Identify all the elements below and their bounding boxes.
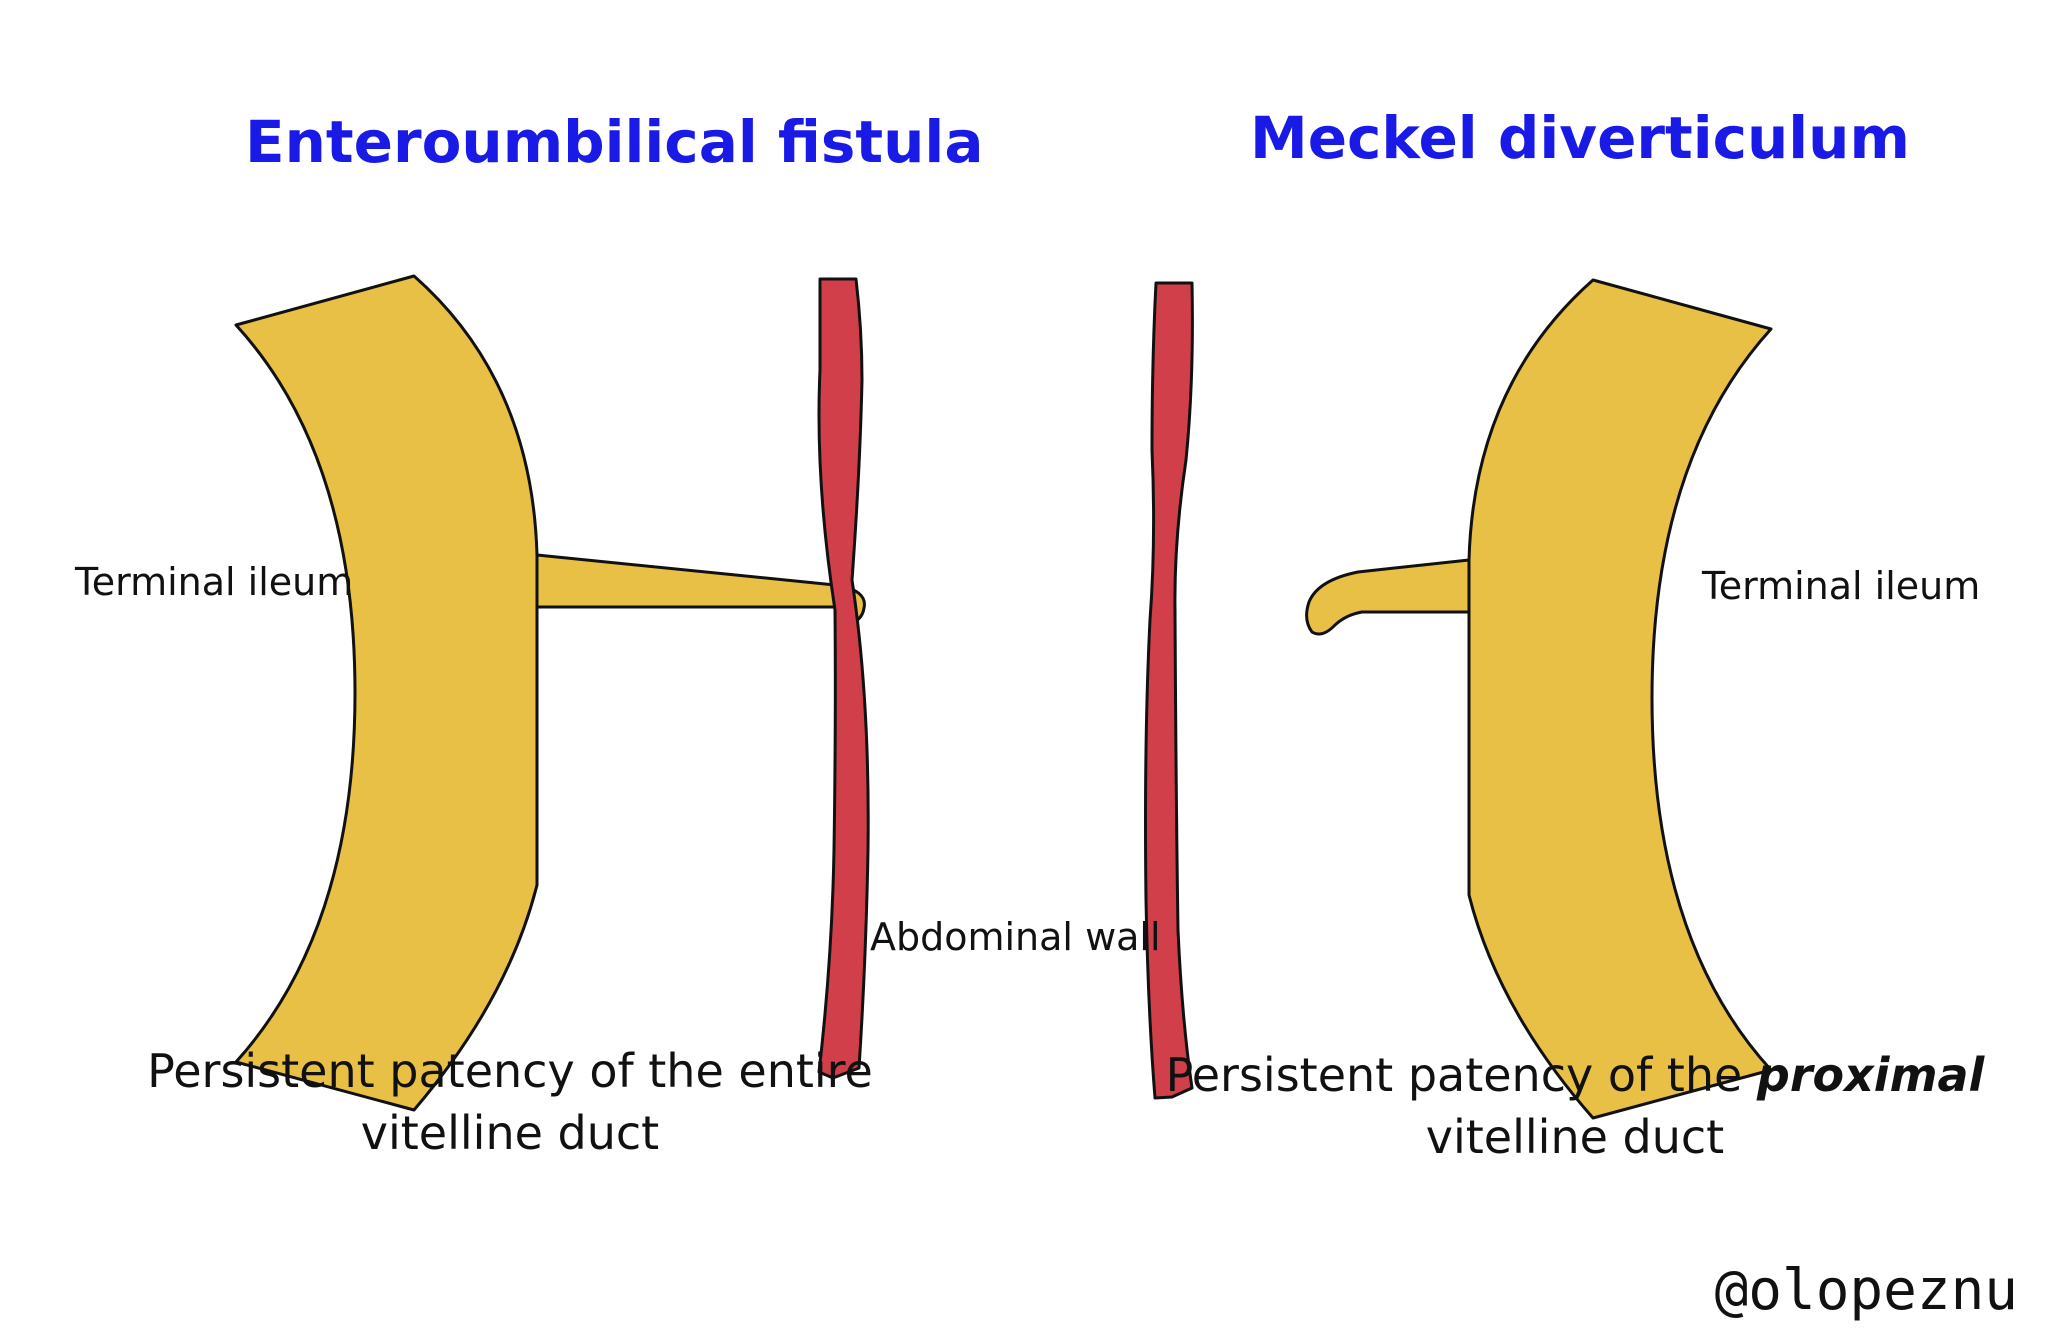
abdominal-wall-label: Abdominal wall (870, 915, 1161, 959)
left-ileum-label: Terminal ileum (75, 560, 354, 604)
meckel-diverticulum-shape (1305, 558, 1471, 636)
left-abdominal-wall-shape (817, 277, 870, 1080)
right-terminal-ileum-shape (1467, 278, 1773, 1120)
left-vitelline-duct-shape (535, 553, 866, 627)
right-caption-line2: vitelline duct (1425, 1110, 1725, 1164)
right-caption-line1: Persistent patency of the proximal (1125, 1044, 2025, 1106)
right-title: Meckel diverticulum (1250, 104, 1910, 172)
right-caption-line1-text: Persistent patency of the (1165, 1048, 1757, 1102)
author-handle: @olopeznu (1714, 1258, 2018, 1323)
right-caption-emphasis: proximal (1756, 1048, 1985, 1102)
right-abdominal-wall-shape (1144, 281, 1194, 1100)
left-caption-line2: vitelline duct (360, 1106, 660, 1160)
left-caption-line1: Persistent patency of the entire (147, 1044, 873, 1098)
left-title: Enteroumbilical fistula (245, 108, 984, 176)
right-caption: Persistent patency of the proximal vitel… (1125, 1044, 2025, 1168)
right-ileum-label: Terminal ileum (1702, 564, 1981, 608)
left-terminal-ileum-shape (234, 274, 539, 1112)
left-caption: Persistent patency of the entire vitelli… (60, 1040, 960, 1164)
